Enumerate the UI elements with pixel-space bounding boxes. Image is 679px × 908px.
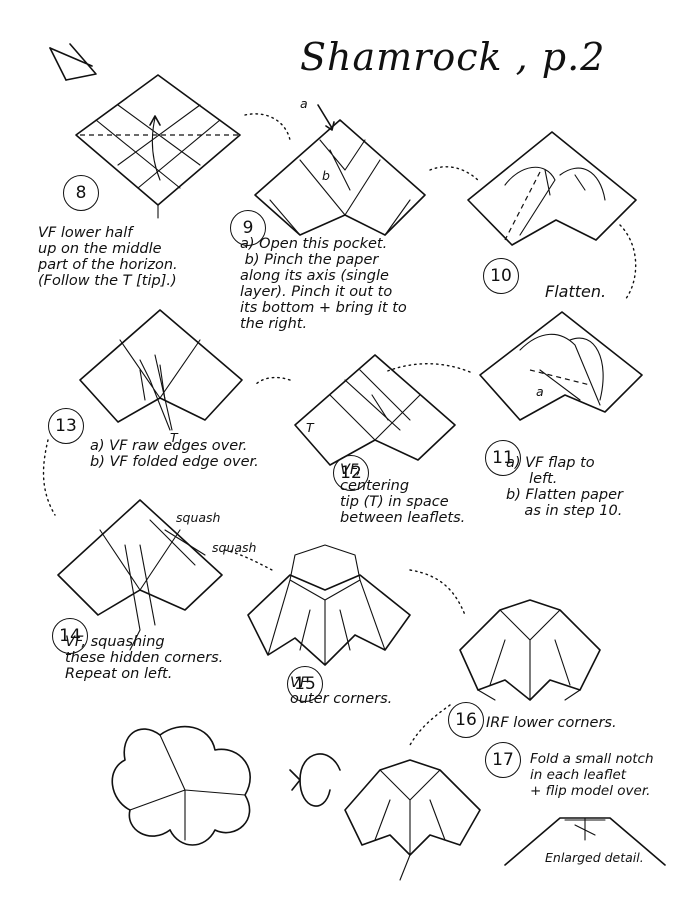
step-text-12: VF, centering tip (T) in space between l… xyxy=(340,462,466,526)
step-text-10: Flatten. xyxy=(545,282,607,301)
corner-arrow-icon xyxy=(49,43,97,81)
label-a-step9: a xyxy=(300,96,308,111)
step-number-13: 13 xyxy=(48,408,84,444)
label-t-step13: T xyxy=(170,430,178,445)
label-a-step11: a xyxy=(536,384,544,399)
step-8-diagram xyxy=(75,74,241,219)
final-shamrock-diagram xyxy=(111,725,251,846)
step-10-diagram xyxy=(467,131,637,246)
step-14-diagram xyxy=(57,499,223,651)
step-16-diagram xyxy=(459,599,601,701)
step-15-diagram xyxy=(247,544,411,666)
step-text-14: VF, squashing these hidden corners. Repe… xyxy=(65,634,224,682)
step-text-8: VF lower half up on the middle part of t… xyxy=(38,225,178,289)
step-number-12: 12 xyxy=(333,455,369,491)
step-number-11: 11 xyxy=(485,440,521,476)
step-number-17: 17 xyxy=(485,742,521,778)
step-17-diagram xyxy=(344,759,481,881)
step-text-11: a) VF flap to left. b) Flatten paper as … xyxy=(506,455,623,519)
step-number-16: 16 xyxy=(448,702,484,738)
step-number-10: 10 xyxy=(483,258,519,294)
step-text-13: a) VF raw edges over. b) VF folded edge … xyxy=(90,438,259,470)
enlarged-detail-diagram xyxy=(504,817,666,866)
label-t-step12: T xyxy=(306,420,314,435)
label-b-step9: b xyxy=(322,168,330,183)
step-text-16: IRF lower corners. xyxy=(486,715,617,731)
step-number-14: 14 xyxy=(52,618,88,654)
flip-arrow-icon xyxy=(289,753,341,807)
label-squash-2: squash xyxy=(212,540,257,555)
label-squash-1: squash xyxy=(176,510,221,525)
step-12-diagram xyxy=(294,354,456,466)
step-13-diagram xyxy=(79,309,243,431)
step-11-diagram xyxy=(479,311,643,421)
step-number-15: 15 xyxy=(287,666,323,702)
step-text-17: Fold a small notch in each leaflet + fli… xyxy=(530,751,654,799)
page-title: Shamrock , p.2 xyxy=(300,35,606,79)
step-number-9: 9 xyxy=(230,210,266,246)
step-text-9: a) Open this pocket. b) Pinch the paper … xyxy=(240,236,407,332)
label-enlarged-detail: Enlarged detail. xyxy=(545,850,644,865)
step-number-8: 8 xyxy=(63,175,99,211)
step-text-15: VF outer corners. xyxy=(290,675,393,707)
step-9-diagram xyxy=(254,104,426,236)
